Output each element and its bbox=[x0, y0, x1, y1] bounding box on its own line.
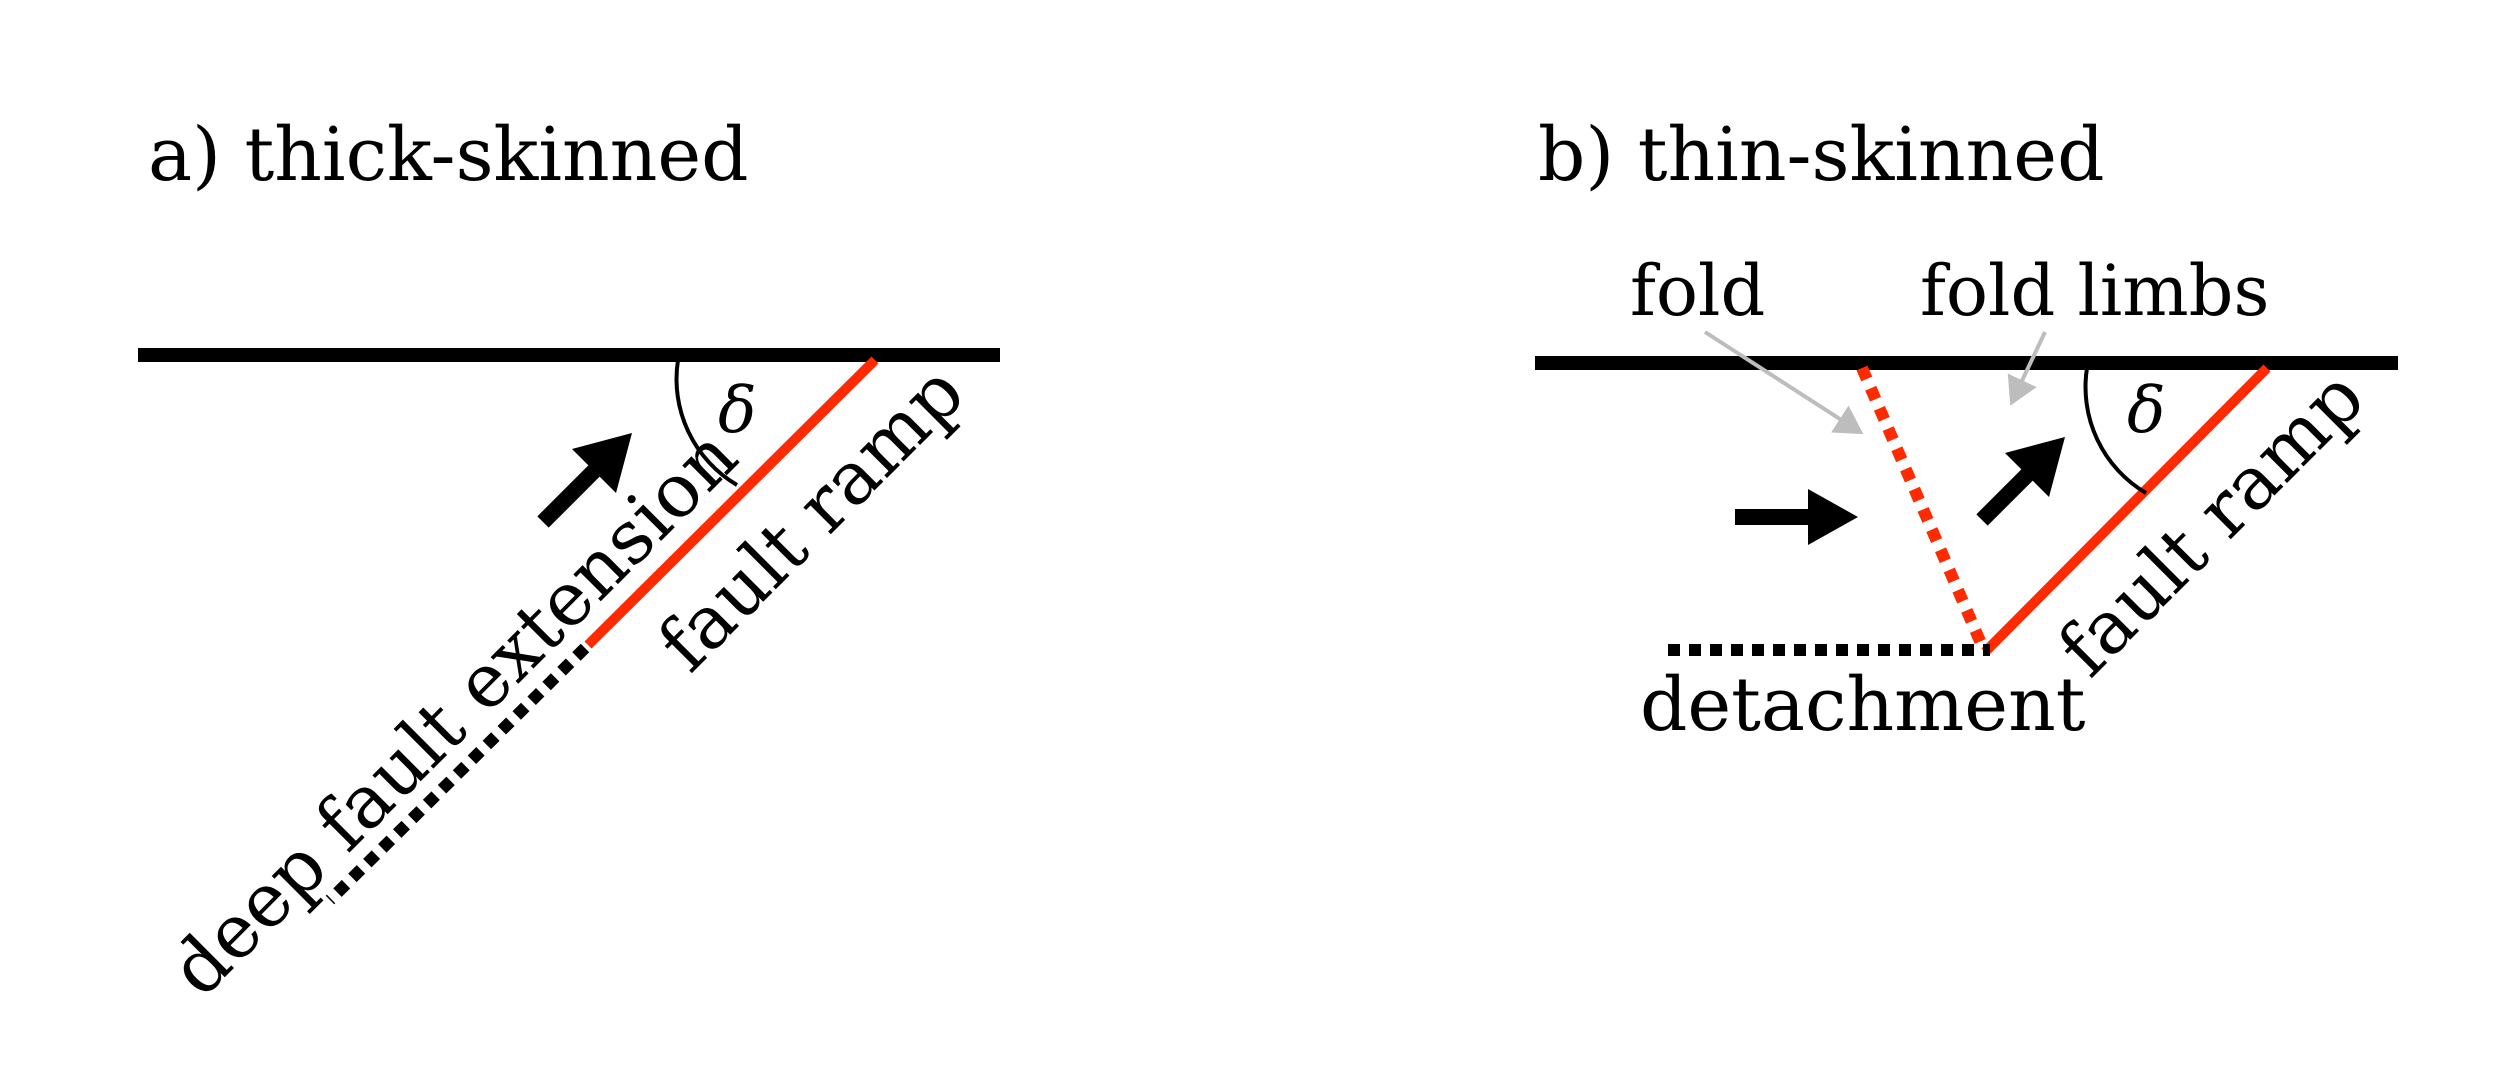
panel-b-fold-axis bbox=[1856, 365, 1989, 651]
panel-b-delta-symbol: δ bbox=[2127, 374, 2166, 448]
panel-b-title: b) thin-skinned bbox=[1538, 112, 2104, 198]
panel-a-dip-angle-arc bbox=[674, 359, 739, 487]
panel-b-horizontal-arrow bbox=[1735, 489, 1858, 545]
panel-a-delta-symbol: δ bbox=[718, 374, 757, 448]
panel-a-deep-fault-extension bbox=[325, 643, 590, 905]
panel-b-fold-label: fold bbox=[1630, 250, 1765, 332]
panel-b-fold-limbs-pointer-arrow bbox=[2007, 331, 2047, 406]
panel-b: b) thin-skinned fold fold limbs δ fault … bbox=[1535, 112, 2398, 748]
panel-a-title: a) thick-skinned bbox=[148, 112, 749, 198]
panel-a-motion-arrow bbox=[537, 433, 632, 528]
panel-b-fault-ramp-label: fault ramp bbox=[2042, 354, 2381, 693]
panel-b-fold-limbs-label: fold limbs bbox=[1920, 250, 2269, 332]
panel-b-fold-pointer-arrow bbox=[1703, 330, 1864, 435]
panel-a-extension-label: deep fault extension bbox=[154, 413, 754, 1013]
panel-b-detachment-label: detachment bbox=[1640, 662, 2086, 748]
panel-b-fault-ramp bbox=[1981, 364, 2271, 656]
panel-b-dip-angle-arc bbox=[2083, 367, 2148, 495]
panel-a-fault-ramp bbox=[584, 356, 879, 649]
panel-a: a) thick-skinned δ fault ramp deep fault… bbox=[138, 112, 1000, 1013]
panel-b-motion-arrow bbox=[1976, 437, 2065, 526]
